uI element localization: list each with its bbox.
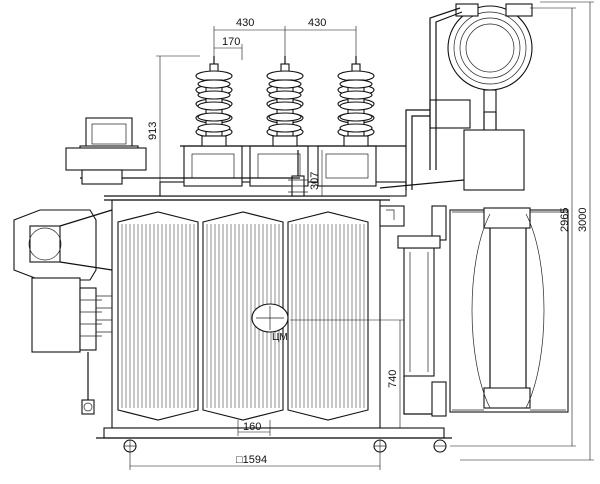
winding-column-2 [202, 211, 284, 421]
hv-bushing-1 [195, 56, 233, 147]
dim-height-2965: 2965 [559, 208, 571, 232]
base-frame [96, 427, 452, 453]
dimension-lines [129, 1, 594, 470]
control-cabinet [31, 277, 112, 353]
dim-radiator-740: 740 [387, 370, 399, 388]
drain-valve [81, 352, 95, 415]
winding-column-1 [117, 211, 199, 421]
side-cooler [13, 209, 113, 281]
radiator-header-pipe [397, 235, 441, 415]
dim-base-160: 160 [243, 421, 261, 433]
tank-cover [159, 145, 407, 197]
radiator-bank [431, 205, 569, 417]
hv-bushing-3 [337, 56, 375, 147]
conservator-pipe [379, 7, 465, 190]
dim-base-width: □1594 [236, 454, 267, 466]
conservator [447, 3, 533, 113]
buchholz-relay [429, 99, 525, 191]
winding-column-3 [287, 211, 369, 421]
dim-offset-170: 170 [222, 36, 240, 48]
center-of-mass-marker: ЦМ [251, 303, 289, 343]
lv-bushing [288, 150, 308, 197]
dim-bushing-height: 913 [147, 122, 159, 140]
hv-bushing-2 [266, 56, 304, 147]
dim-height-3000: 3000 [577, 208, 589, 232]
top-motor [65, 117, 300, 185]
center-of-mass-label: ЦМ [272, 332, 288, 343]
dim-terminal-307: 307 [309, 172, 321, 190]
side-fittings [379, 205, 405, 227]
dim-phase-spacing-2: 430 [308, 17, 326, 29]
dim-phase-spacing-1: 430 [236, 17, 254, 29]
